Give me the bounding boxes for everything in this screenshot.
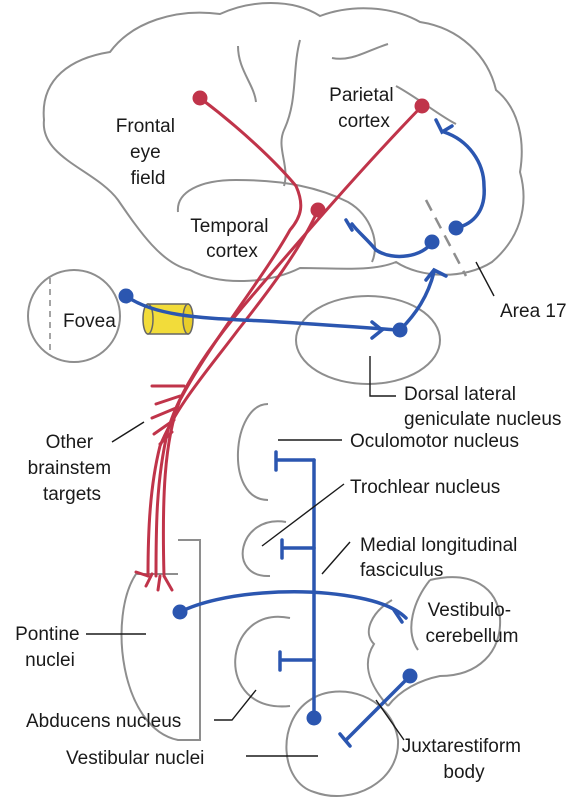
- area-17-label: Area 17: [500, 301, 567, 322]
- vestibular-nuclei-label: Vestibular nuclei: [66, 748, 204, 769]
- other-brainstem-targets-label: Other brainstem targets: [28, 432, 117, 505]
- area-17-leader: [476, 262, 494, 296]
- juxtarestiform-body-label: Juxtarestiform body: [402, 736, 527, 783]
- trochlear-nucleus-shape: [243, 521, 286, 576]
- juxtarestiform-leader: [376, 700, 404, 740]
- other-brainstem-leader: [112, 422, 144, 442]
- trochlear-nucleus-label: Trochlear nucleus: [350, 477, 500, 498]
- trochlear-leader: [262, 484, 344, 546]
- lgn-leader: [370, 356, 396, 396]
- oculomotor-nucleus-label: Oculomotor nucleus: [350, 431, 519, 452]
- mlf-leader: [322, 542, 350, 574]
- vestibulocerebellum-label: Vestibulo- cerebellum: [426, 600, 519, 647]
- oculomotor-nucleus-shape: [238, 404, 268, 500]
- pontine-nuclei-label: Pontine nuclei: [15, 624, 85, 671]
- dorsal-lateral-geniculate-label: Dorsal lateral geniculate nucleus: [404, 384, 561, 430]
- mlf-pathway: [276, 452, 322, 726]
- medial-longitudinal-fasciculus-label: Medial longitudinal fasciculus: [360, 535, 523, 581]
- fovea-label: Fovea: [63, 311, 116, 332]
- abducens-nucleus-label: Abducens nucleus: [26, 711, 181, 732]
- juxtarestiform-pathway: [340, 669, 418, 747]
- pontine-nuclei-shape: [122, 540, 200, 740]
